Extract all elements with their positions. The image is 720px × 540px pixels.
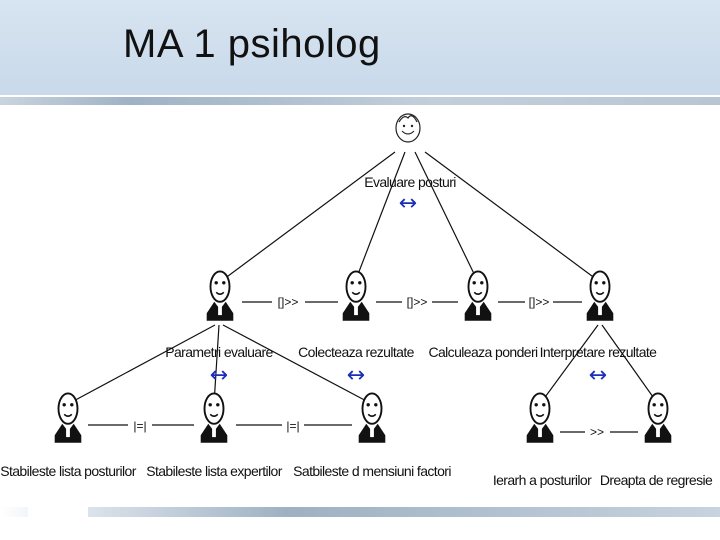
- enable-operator-2: []>>: [407, 295, 428, 309]
- concurrent-operator-2: |=|: [286, 419, 299, 433]
- root-label: Evaluare posturi: [364, 174, 456, 190]
- root-choice-arrow-icon: ↔: [399, 191, 417, 216]
- root-user-icon: [395, 113, 421, 143]
- parametri-person-icon: [205, 270, 235, 322]
- bottom-divider-gap: [28, 505, 88, 519]
- level2-operators: [88, 424, 638, 433]
- interpretare-label: Interpretare rezultate: [540, 344, 658, 360]
- edge-parametri-experti: [213, 324, 220, 405]
- sequence-operator: >>: [590, 425, 604, 439]
- experti-person-icon: [199, 392, 229, 444]
- enable-operator-3: []>>: [529, 295, 550, 309]
- title-bar: [0, 0, 720, 95]
- edge-root-parametri: [219, 151, 396, 283]
- ierarhia-person-icon: [525, 392, 555, 444]
- posturi-person-icon: [53, 392, 83, 444]
- parametri-label: Parametri evaluare: [165, 344, 273, 360]
- tree-edges: [67, 151, 659, 405]
- edge-root-calculeaza: [414, 151, 479, 283]
- bottom-divider: [0, 507, 720, 517]
- slide-title: MA 1 psiholog: [123, 22, 381, 66]
- interpretare-person-icon: [585, 270, 615, 322]
- top-divider: [0, 97, 720, 105]
- enable-operator-1: []>>: [278, 295, 299, 309]
- colecteaza-choice-arrow-icon: ↔: [347, 363, 365, 388]
- calculeaza-label: Calculeaza ponderi: [428, 344, 538, 360]
- edge-root-interpretare: [424, 151, 601, 283]
- edge-root-colecteaza: [354, 151, 406, 283]
- edge-parametri-factori: [222, 324, 373, 405]
- posturi-label: Stabileste lista posturilor: [0, 463, 136, 479]
- factori-person-icon: [357, 392, 387, 444]
- regresie-label: Dreapta de regresie: [600, 472, 713, 488]
- calculeaza-person-icon: [463, 270, 493, 322]
- edge-interpretare-regresie: [601, 324, 659, 405]
- edge-interpretare-ierarhia: [539, 324, 599, 405]
- parametri-choice-arrow-icon: ↔: [210, 363, 228, 388]
- interpretare-choice-arrow-icon: ↔: [589, 363, 607, 388]
- concurrent-operator-1: |=|: [133, 419, 146, 433]
- colecteaza-person-icon: [341, 270, 371, 322]
- ierarhia-label: Ierarh a posturilor: [493, 472, 592, 488]
- experti-label: Stabileste lista expertilor: [146, 463, 282, 479]
- regresie-person-icon: [643, 392, 673, 444]
- edge-parametri-posturi: [67, 324, 216, 405]
- colecteaza-label: Colecteaza rezultate: [298, 344, 414, 360]
- factori-label: Satbileste d mensiuni factori: [293, 463, 451, 479]
